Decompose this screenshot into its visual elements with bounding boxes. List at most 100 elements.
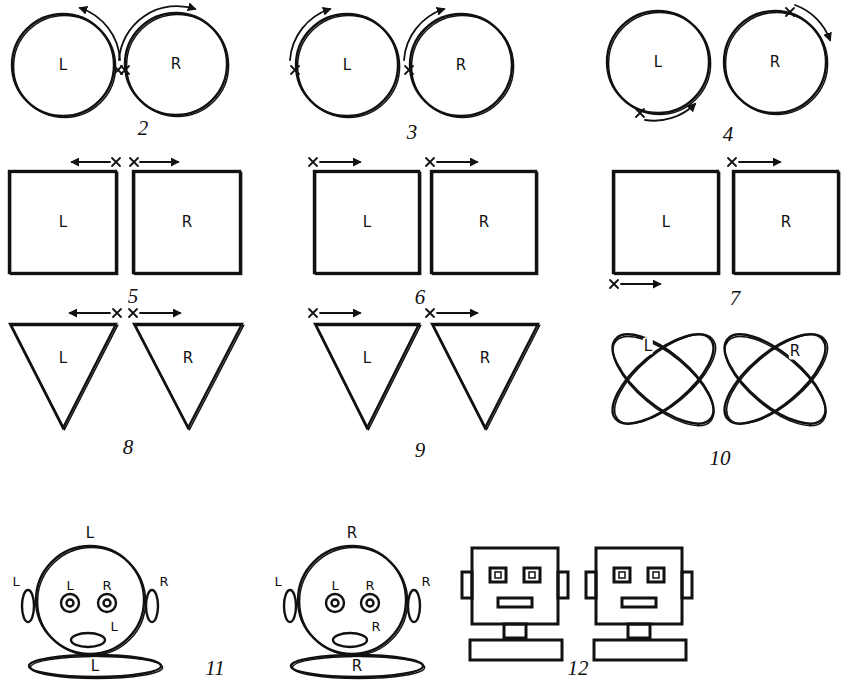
direction-arrow [290,9,330,60]
shape-outline [291,655,423,677]
side-letter: L [342,57,352,74]
drawing-circle: R [124,12,228,116]
shape-outline [609,12,711,114]
shape-outline [316,172,421,274]
face-eye [367,600,374,607]
direction-arrow [621,283,660,285]
side-letter: R [371,620,380,633]
robot-eye [495,572,501,578]
shape-outline [431,171,536,273]
side-letter: R [769,54,781,71]
direction-arrow [739,161,780,163]
shape-outline [711,321,839,441]
start-cross [610,280,618,288]
crossed-ellipses: L [611,334,715,424]
figure-number: 3 [407,122,418,143]
drawing-square: L [8,170,118,275]
direction-arrow [320,312,360,314]
robot-eye [653,572,659,578]
figure-number: 4 [723,124,734,145]
direction-arrow [404,9,444,60]
shape-outline [298,15,400,117]
side-letter: R [421,575,430,588]
robot-eye [490,568,506,582]
shape-outline [314,171,419,273]
shape-outline [315,324,419,428]
shape-outline [432,324,538,428]
shape-outline [135,172,242,274]
robot-eye [614,568,630,582]
shape-outline [412,15,514,117]
face-ear [22,590,34,622]
robot-mouth [622,598,656,607]
drawing-circle: L [295,13,399,117]
face-mouth [71,633,105,647]
face-eye [326,594,344,612]
side-letter: R [789,343,801,360]
start-cross [129,309,137,317]
drawing-square: R [430,170,538,275]
face-eye [61,594,79,612]
face-eye [104,600,111,607]
direction-arrow [140,312,180,314]
side-letter: R [181,214,193,231]
shape-outline [611,334,715,424]
robot-eye [619,572,625,578]
start-cross [113,309,121,317]
shape-outline [12,325,118,429]
drawing-circle: R [723,10,827,114]
shape-outline [599,319,727,439]
shape-outline [726,12,828,114]
shape-outline [723,334,827,424]
shape-outline [35,545,145,655]
start-cross [130,158,138,166]
figure-number: 2 [138,118,149,139]
start-cross [309,158,317,166]
direction-arrow [320,161,360,163]
drawing-circle: R [409,13,513,117]
figure-number: 12 [568,658,589,679]
shape-outline [599,319,727,439]
shape-outline [11,172,118,274]
robot-head [472,548,558,624]
robot-eye [524,568,540,582]
shape-outline [713,319,841,439]
shape-outline [433,172,538,274]
face-base: R [289,653,425,679]
shape-outline [132,322,244,430]
robot-ear [462,572,472,598]
robot-ear [682,572,692,598]
side-letter: L [85,525,95,542]
direction-arrow [70,312,110,314]
face-eye [67,600,74,607]
face-mouth [333,633,367,647]
shape-outline [599,321,727,441]
shape-outline [9,171,116,273]
shape-outline [615,172,720,274]
shape-outline [136,325,244,429]
shape-outline [735,172,840,274]
robot-eye [648,568,664,582]
robot-base [470,640,562,660]
figure-number: 7 [730,288,741,309]
robot-mouth [498,598,532,607]
side-letter: L [362,214,372,231]
drawing-square: R [732,170,840,275]
shape-outline [133,171,240,273]
shape-outline [300,547,408,655]
side-letter: R [478,214,490,231]
side-letter: R [455,57,467,74]
robot-base [594,640,686,660]
side-letter: L [90,658,100,675]
figure-number: 9 [415,440,426,461]
side-letter: R [159,575,168,588]
shape-outline [601,319,729,439]
drawing-triangle: L [8,322,118,430]
figure-number: 10 [710,448,731,469]
shape-outline [733,171,838,273]
face-ear [408,590,420,622]
shape-outline [317,325,421,429]
robot-ear [586,572,596,598]
start-cross [426,309,434,317]
side-letter: R [351,658,363,675]
